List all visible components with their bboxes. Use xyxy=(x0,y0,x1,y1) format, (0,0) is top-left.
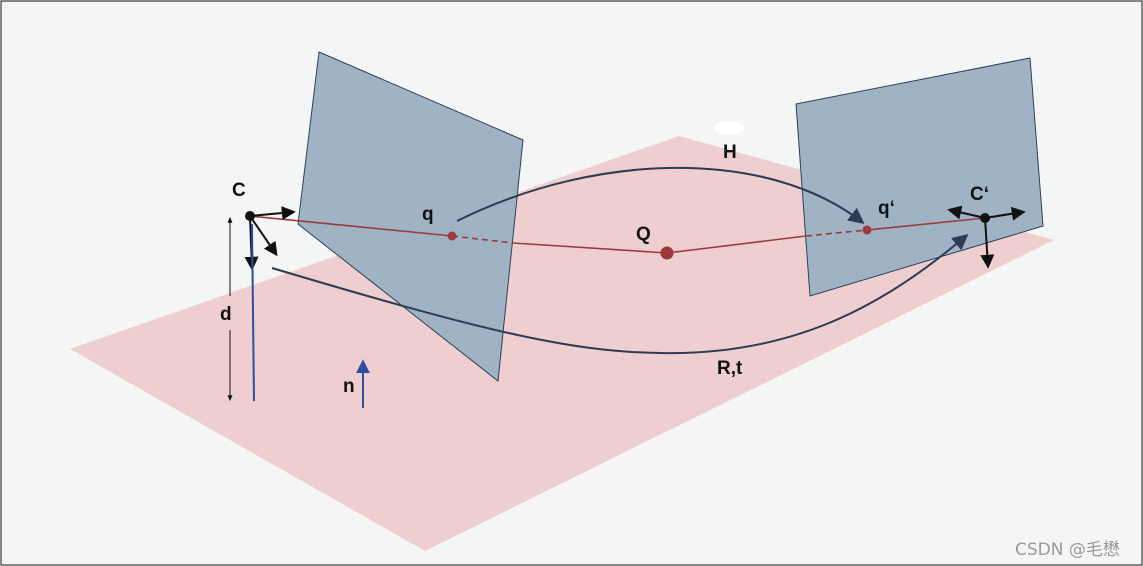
label-q-prime: q‘ xyxy=(878,198,895,219)
label-q: q xyxy=(422,204,434,225)
label-rt: R,t xyxy=(717,358,743,379)
ray-qprime-to-cprime xyxy=(866,217,986,231)
ray-Q-to-qprime xyxy=(666,235,807,254)
white-blob xyxy=(714,121,744,135)
right-image-plane xyxy=(795,57,1044,297)
label-c: C xyxy=(232,180,246,201)
camera-c-axis-x-arrow xyxy=(249,206,296,221)
homography-arrow xyxy=(456,166,865,224)
label-c-prime: C‘ xyxy=(970,184,989,205)
point-q xyxy=(447,231,457,241)
point-q-prime xyxy=(862,225,872,235)
rt-arrow xyxy=(271,233,969,355)
point-Q xyxy=(660,246,674,260)
label-Q: Q xyxy=(636,224,651,245)
ray-qprime-dashed xyxy=(805,229,868,237)
ray-q-to-Q xyxy=(512,242,668,254)
perpendicular-line xyxy=(251,223,255,402)
camera-cprime-center xyxy=(980,213,990,223)
watermark: CSDN @毛懋 xyxy=(1015,540,1120,560)
camera-cprime-axis-y-arrow xyxy=(980,217,995,269)
camera-c-axis-z-arrow xyxy=(249,215,278,257)
camera-cprime-axis-neg-arrow xyxy=(947,205,986,220)
label-d: d xyxy=(220,304,232,325)
ray-q-to-Q-dashed xyxy=(451,235,514,244)
camera-cprime-axis-x-arrow xyxy=(984,206,1026,221)
left-image-plane xyxy=(297,51,524,382)
camera-c-center xyxy=(245,211,255,221)
label-H: H xyxy=(723,142,737,163)
label-n: n xyxy=(343,376,355,397)
